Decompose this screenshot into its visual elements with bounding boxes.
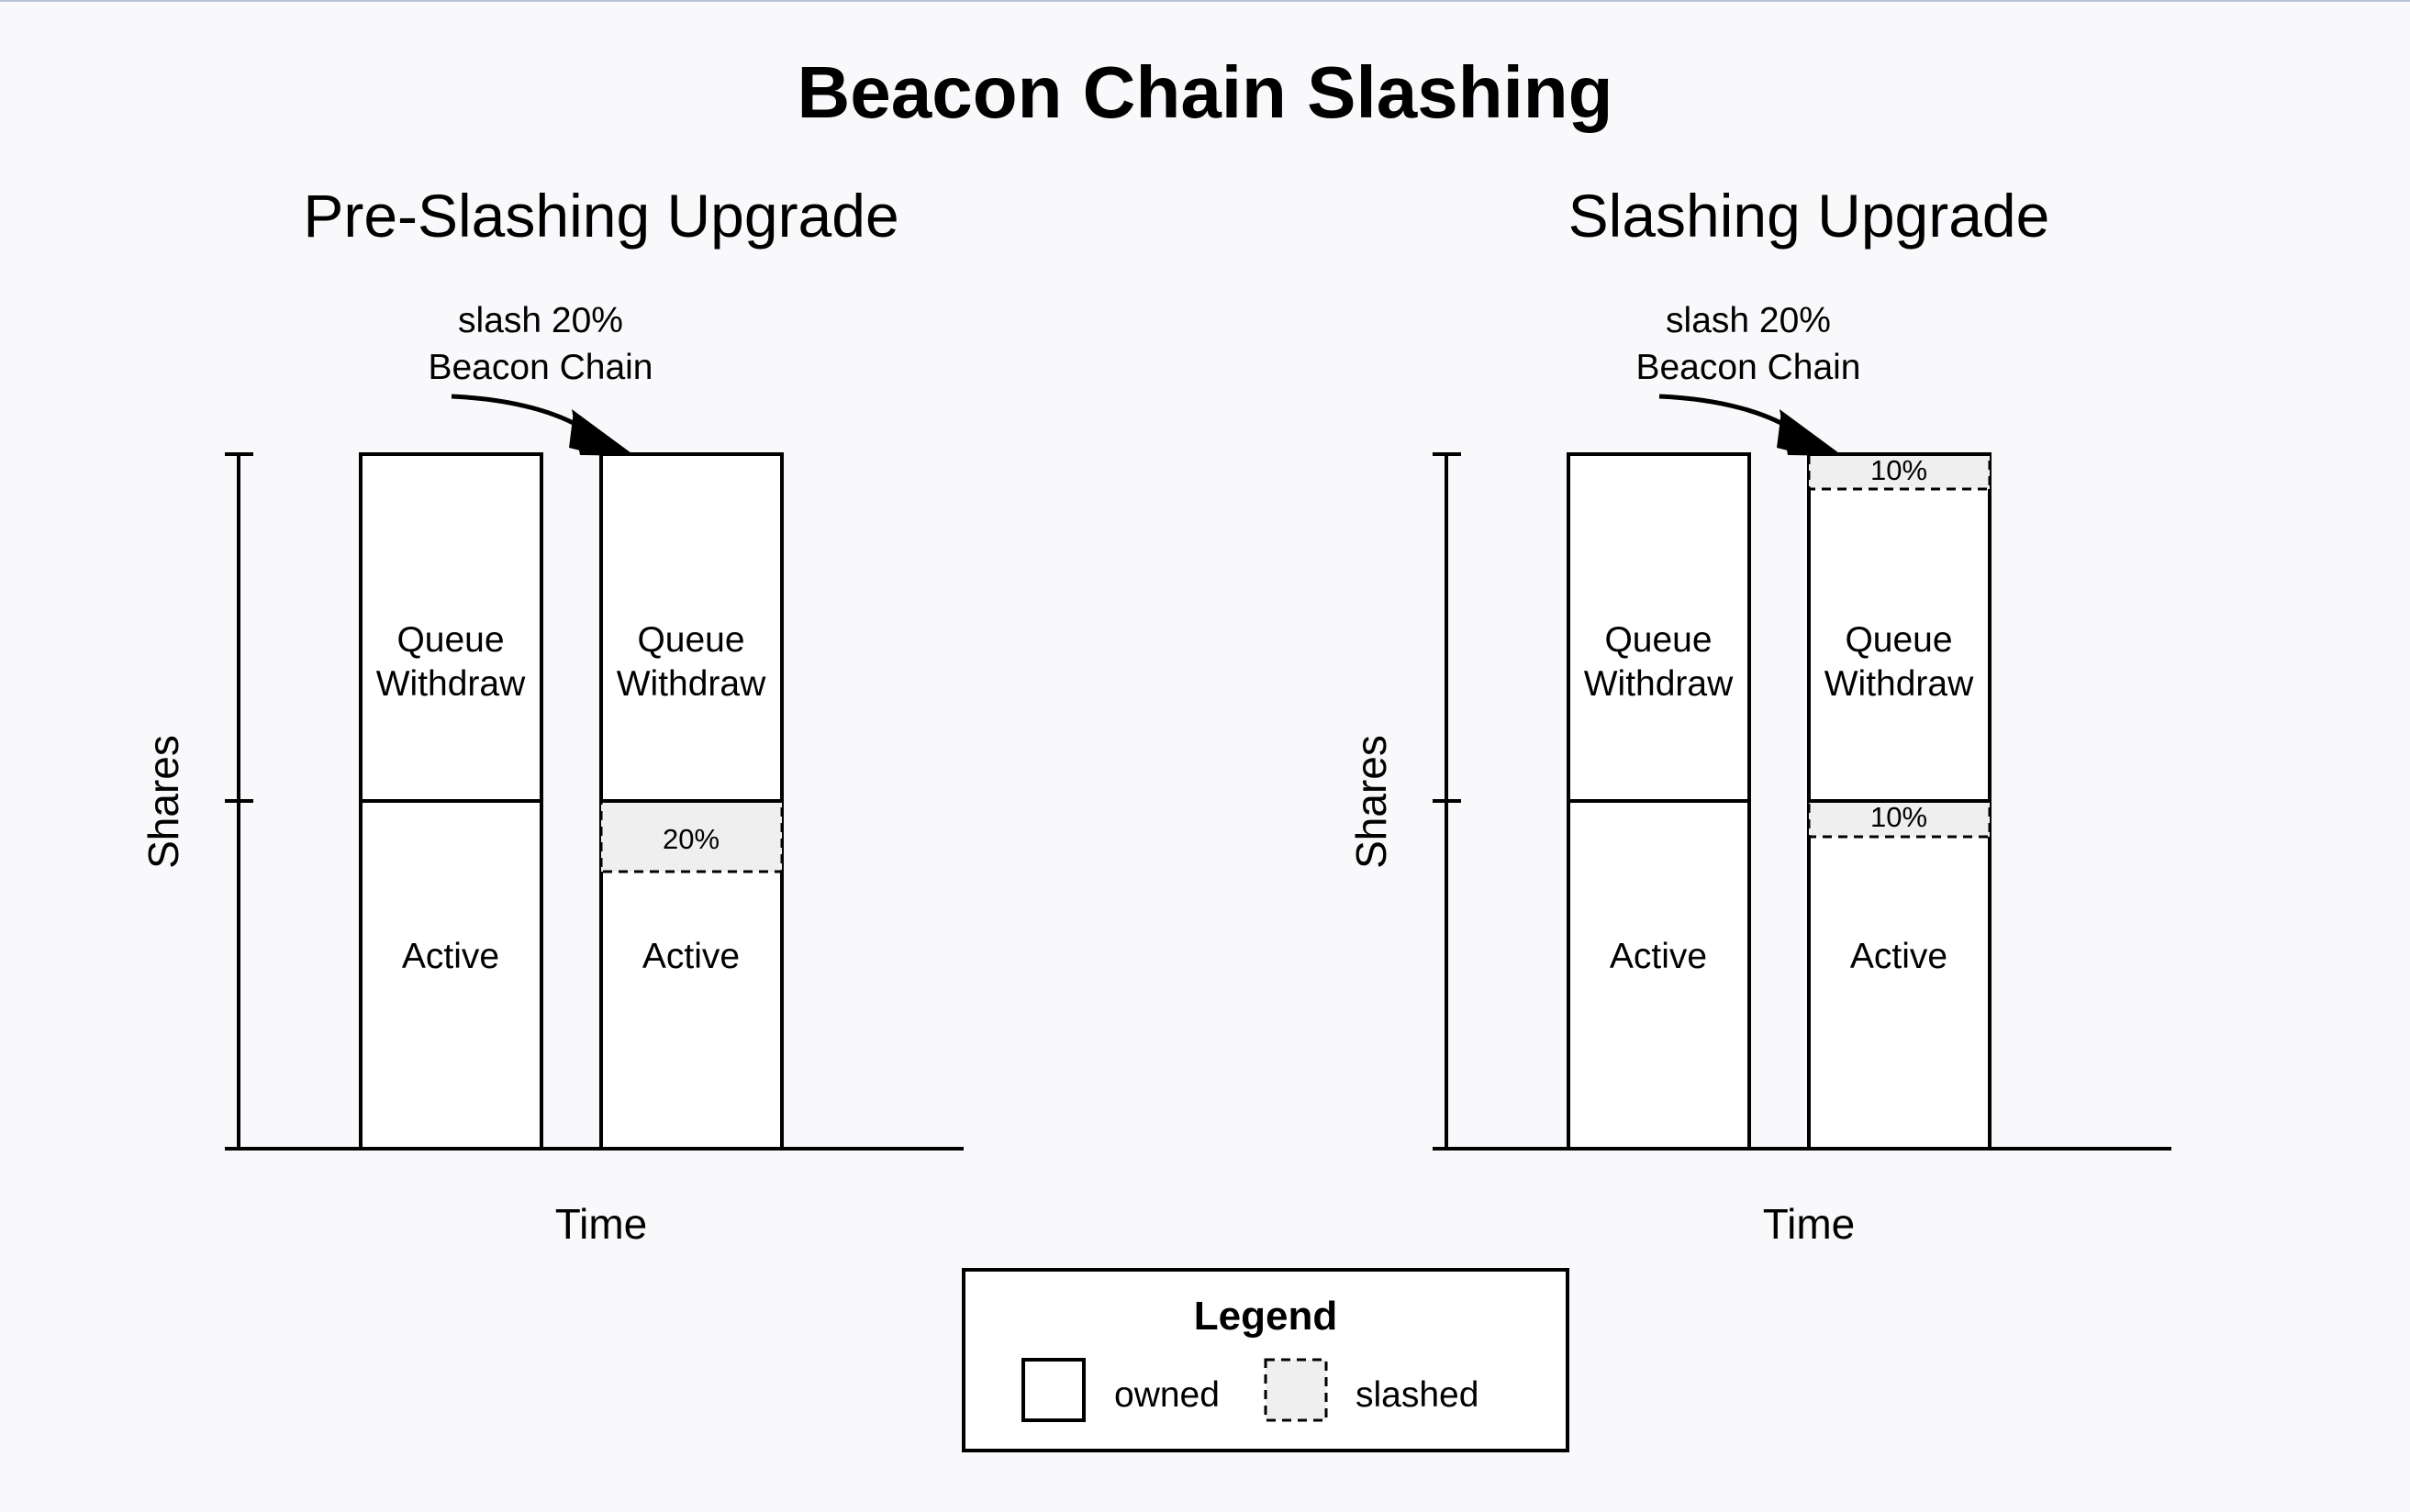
legend-slashed-swatch — [1264, 1358, 1328, 1422]
segment-label-queue-line2: Withdraw — [376, 664, 526, 704]
bar-after-slash: 10% Queue Withdraw 10% Active — [1807, 452, 1992, 1151]
slash-arrow — [451, 394, 589, 434]
segment-label-active: Active — [1610, 937, 1707, 976]
segment-label-active: Active — [642, 937, 740, 976]
legend-owned-swatch — [1021, 1358, 1086, 1422]
legend-owned-label: owned — [1114, 1375, 1220, 1415]
x-axis-label: Time — [1763, 1200, 1856, 1248]
segment-label-queue-line2: Withdraw — [617, 664, 766, 704]
segment-label-slashed-top: 10% — [1870, 454, 1927, 486]
annotation-line2: Beacon Chain — [428, 348, 653, 387]
arrowhead-fill — [1780, 409, 1843, 456]
annotation-line1: slash 20% — [458, 301, 623, 340]
bar-after-slash: Queue Withdraw 20% Active — [599, 452, 784, 1151]
segment-label-queue-line1: Queue — [396, 620, 504, 660]
segment-queue-withdraw — [359, 452, 543, 803]
segment-slashed-mid — [1807, 799, 1992, 839]
slash-arrow — [1658, 394, 1797, 434]
segment-label-queue-line1: Queue — [637, 620, 744, 660]
segment-label-active: Active — [1850, 937, 1947, 976]
bar-before-slash: Queue Withdraw Active — [1567, 452, 1751, 1151]
segment-label-queue-line1: Queue — [1845, 620, 1952, 660]
diagram-title: Beacon Chain Slashing — [797, 51, 1612, 133]
legend-title: Legend — [1194, 1294, 1337, 1339]
legend-slashed-label: slashed — [1356, 1375, 1478, 1415]
x-axis-label: Time — [555, 1200, 648, 1248]
segment-label-slashed-mid: 10% — [1870, 801, 1927, 833]
segment-active — [1567, 799, 1751, 1151]
segment-queue-withdraw — [1567, 452, 1751, 803]
segment-slashed-top — [1807, 452, 1992, 491]
segment-label-queue-line2: Withdraw — [1584, 664, 1734, 704]
legend: Legend owned slashed — [962, 1268, 1569, 1452]
segment-label-slashed: 20% — [663, 823, 720, 855]
segment-active — [359, 799, 543, 1151]
y-axis — [225, 452, 253, 1151]
y-axis-label: Shares — [139, 735, 187, 869]
annotation-line1: slash 20% — [1666, 301, 1831, 340]
top-border — [0, 0, 2410, 2]
segment-slashed — [599, 799, 784, 873]
segment-label-queue-line2: Withdraw — [1824, 664, 1974, 704]
segment-active — [1807, 799, 1992, 1151]
panel-slashing-upgrade: Slashing Upgrade slash 20% Beacon Chain … — [1347, 182, 2171, 1248]
bar-before-slash: Queue Withdraw Active — [359, 452, 543, 1151]
panel-heading: Slashing Upgrade — [1568, 182, 2050, 250]
arrowhead-fill — [572, 409, 635, 456]
segment-label-queue-line1: Queue — [1604, 620, 1712, 660]
segment-label-active: Active — [402, 937, 499, 976]
y-axis-label: Shares — [1347, 735, 1395, 869]
y-axis — [1433, 452, 1461, 1151]
annotation-line2: Beacon Chain — [1635, 348, 1860, 387]
panel-heading: Pre-Slashing Upgrade — [303, 182, 898, 250]
panel-pre-slashing: Pre-Slashing Upgrade slash 20% Beacon Ch… — [139, 182, 964, 1248]
segment-queue-withdraw — [599, 452, 784, 803]
